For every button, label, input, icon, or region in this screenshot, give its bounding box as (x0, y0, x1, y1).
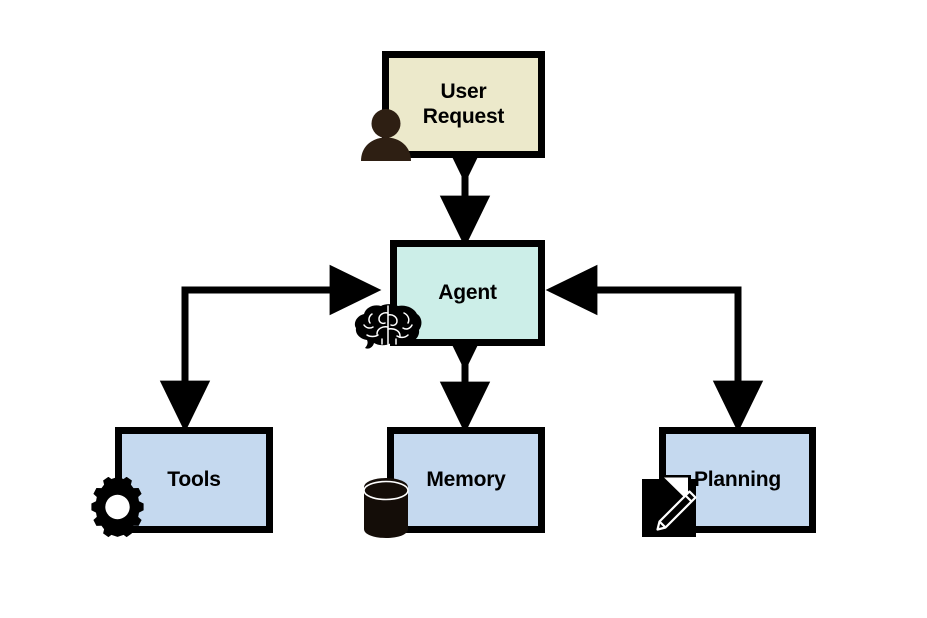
node-tools[interactable]: Tools (115, 427, 273, 533)
node-agent[interactable]: Agent (390, 240, 545, 346)
node-user-request-label: User Request (422, 79, 505, 128)
node-agent-label: Agent (438, 280, 497, 304)
connector-agent-planning (545, 264, 764, 433)
node-memory[interactable]: Memory (387, 427, 545, 533)
node-user-request[interactable]: User Request (382, 51, 545, 158)
node-memory-label: Memory (426, 467, 506, 491)
node-planning[interactable]: Planning (659, 427, 816, 533)
node-planning-label: Planning (693, 467, 782, 491)
node-tools-label: Tools (167, 467, 221, 491)
connector-tools-agent (159, 264, 382, 433)
